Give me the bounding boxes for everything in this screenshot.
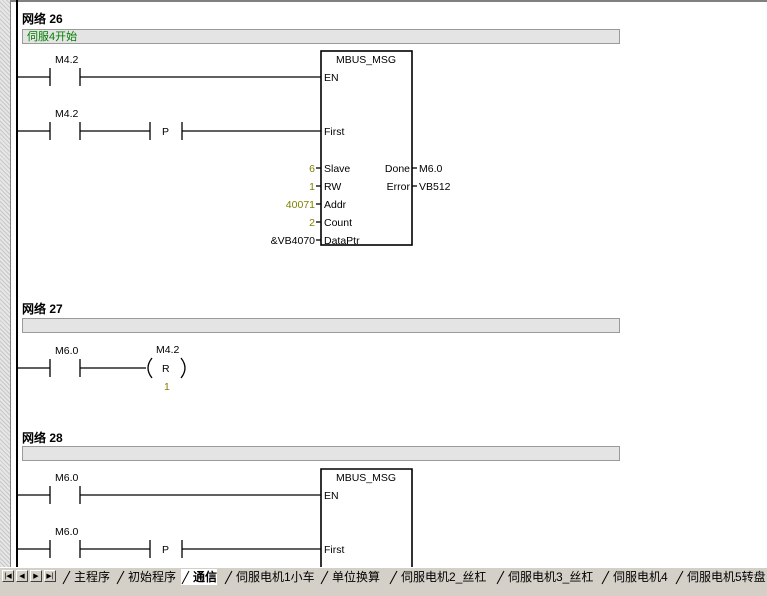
box-title: MBUS_MSG xyxy=(336,472,396,484)
error-value[interactable]: VB512 xyxy=(419,181,451,193)
network-26-title[interactable]: 网络 26 xyxy=(22,12,63,26)
p-contact-label: P xyxy=(162,126,169,138)
horizontal-scrollbar[interactable] xyxy=(0,586,767,595)
coil-address: M4.2 xyxy=(156,344,180,356)
tab-label: 伺服电机2_丝杠 xyxy=(401,570,487,584)
network-27-title[interactable]: 网络 27 xyxy=(22,302,63,316)
pin-label: Slave xyxy=(324,163,350,175)
first-icon[interactable]: |◀ xyxy=(2,570,14,582)
tab-unit-conv[interactable]: 单位换算 xyxy=(320,569,380,585)
tab-servo2[interactable]: 伺服电机2_丝杠 xyxy=(389,569,486,585)
tab-label: 伺服电机3_丝杠 xyxy=(508,570,594,584)
contact-label: M6.0 xyxy=(55,472,79,484)
network-26-comment[interactable]: 伺服4开始 xyxy=(22,29,620,44)
power-rail xyxy=(16,0,18,567)
pin-label: First xyxy=(324,126,344,138)
tab-label: 初始程序 xyxy=(128,570,177,584)
pin-label: EN xyxy=(324,72,339,84)
pin-label: First xyxy=(324,544,344,556)
tab-main[interactable]: 主程序 xyxy=(62,569,110,585)
tab-label: 伺服电机1小车 xyxy=(236,570,315,584)
tab-label: 伺服电机5转盘 xyxy=(687,570,766,584)
pin-label: Error xyxy=(387,181,411,193)
done-value[interactable]: M6.0 xyxy=(419,163,443,175)
tab-label: 主程序 xyxy=(74,570,111,584)
top-border xyxy=(0,0,767,2)
next-icon[interactable]: ▶ xyxy=(30,570,42,582)
contact-label: M4.2 xyxy=(55,108,79,120)
tab-label: 单位换算 xyxy=(332,570,381,584)
box-title: MBUS_MSG xyxy=(336,54,396,66)
rw-value[interactable]: 1 xyxy=(309,181,315,193)
tab-servo5[interactable]: 伺服电机5转盘 xyxy=(675,569,766,585)
tab-servo1[interactable]: 伺服电机1小车 xyxy=(224,569,315,585)
tab-comm[interactable]: 通信 xyxy=(181,569,218,585)
pin-label: RW xyxy=(324,181,341,193)
network-28-comment[interactable] xyxy=(22,446,620,461)
pin-label: Done xyxy=(385,163,410,175)
last-icon[interactable]: ▶| xyxy=(44,570,56,582)
network-27-comment[interactable] xyxy=(22,318,620,333)
pin-label: EN xyxy=(324,490,339,502)
dataptr-value[interactable]: &VB4070 xyxy=(271,235,316,247)
pin-label: Addr xyxy=(324,199,347,211)
ladder-diagram: M4.2 M4.2 P MBUS_MSG EN First Slave RW A… xyxy=(17,50,451,567)
coil-type: R xyxy=(162,363,170,375)
tab-servo4[interactable]: 伺服电机4 xyxy=(601,569,668,585)
p-contact-label: P xyxy=(162,544,169,556)
tab-init[interactable]: 初始程序 xyxy=(116,569,176,585)
network-28-title[interactable]: 网络 28 xyxy=(22,431,63,445)
count-value[interactable]: 2 xyxy=(309,217,315,229)
contact-label: M6.0 xyxy=(55,526,79,538)
ladder-editor-canvas[interactable]: 网络 26 伺服4开始 网络 27 网络 28 xyxy=(0,0,767,567)
coil-count[interactable]: 1 xyxy=(164,381,170,393)
contact-label: M4.2 xyxy=(55,54,79,66)
tab-servo3[interactable]: 伺服电机3_丝杠 xyxy=(496,569,593,585)
tab-label: 伺服电机4 xyxy=(613,570,668,584)
tab-label: 通信 xyxy=(193,570,218,584)
left-margin-bar xyxy=(0,0,11,567)
prev-icon[interactable]: ◀ xyxy=(16,570,28,582)
slave-value[interactable]: 6 xyxy=(309,163,315,175)
pin-label: DataPtr xyxy=(324,235,360,247)
addr-value[interactable]: 40071 xyxy=(286,199,315,211)
pin-label: Count xyxy=(324,217,352,229)
contact-label: M6.0 xyxy=(55,345,79,357)
